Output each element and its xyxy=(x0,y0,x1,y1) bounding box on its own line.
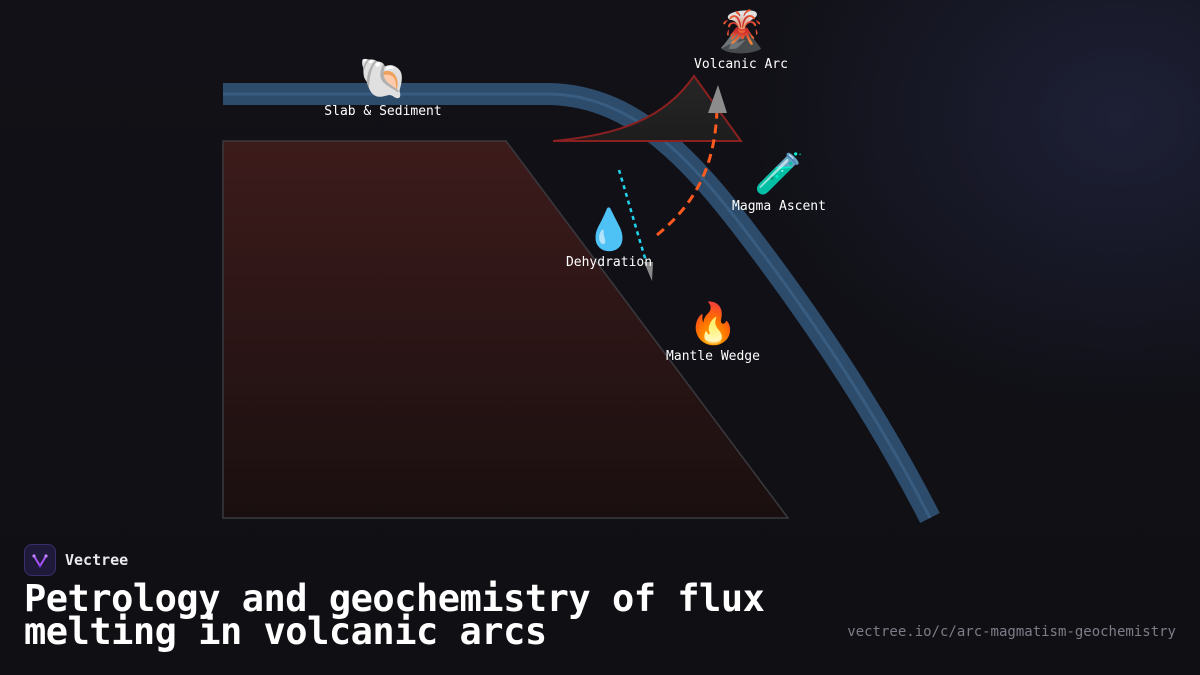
magma-ascent-label: Magma Ascent xyxy=(732,199,826,214)
shell-icon: 🐚 xyxy=(358,56,408,102)
brand: Vectree xyxy=(24,544,128,576)
vectree-logo-icon xyxy=(24,544,56,576)
dehydration-label: Dehydration xyxy=(565,255,653,270)
droplet-icon: 💧 xyxy=(584,207,634,253)
test-tube-icon: 🧪 xyxy=(754,151,804,197)
mantle-wedge-node: 🔥 Mantle Wedge xyxy=(666,301,760,365)
magma-ascent-node: 🧪 Magma Ascent xyxy=(732,151,826,215)
volcanic-arc-label: Volcanic Arc xyxy=(694,57,788,72)
slab-sediment-node: 🐚 Slab & Sediment xyxy=(324,56,441,120)
volcano-icon: 🌋 xyxy=(716,9,766,55)
slab-core-line xyxy=(223,92,932,519)
fluid-path xyxy=(617,169,650,269)
brand-name: Vectree xyxy=(65,551,129,569)
volcanic-arc-node: 🌋 Volcanic Arc xyxy=(694,9,788,73)
volcano-shape xyxy=(552,74,743,142)
magma-path xyxy=(656,109,719,237)
course-url[interactable]: vectree.io/c/arc-magmatism-geochemistry xyxy=(847,624,1176,640)
dehydration-node: 💧 Dehydration xyxy=(566,207,652,271)
fire-icon: 🔥 xyxy=(688,301,738,347)
overriding-plate xyxy=(222,140,790,519)
page-title: Petrology and geochemistry of flux melti… xyxy=(24,577,765,653)
magma-arrowhead xyxy=(708,85,727,113)
fluid-arrowhead xyxy=(644,262,653,281)
mantle-wedge-label: Mantle Wedge xyxy=(666,349,760,364)
slab-sediment-label: Slab & Sediment xyxy=(324,104,442,119)
